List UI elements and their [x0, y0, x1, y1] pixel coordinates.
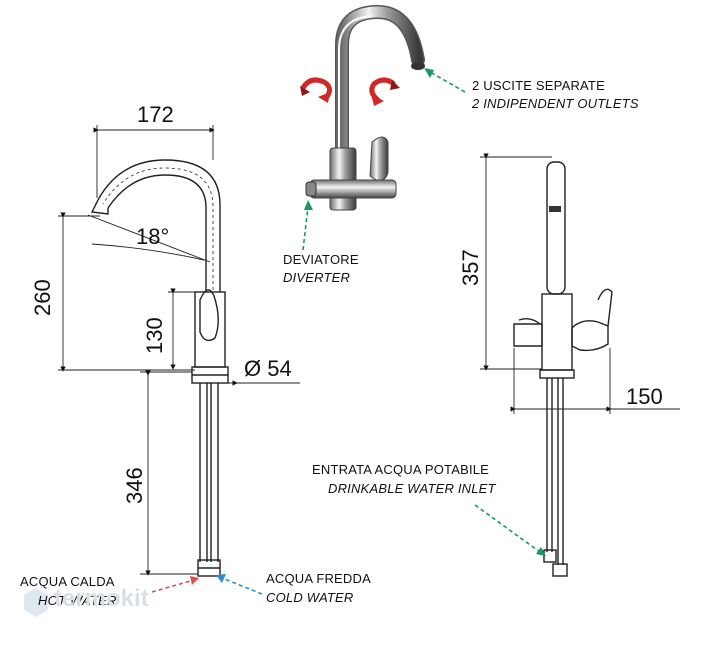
front-view-faucet	[90, 159, 229, 577]
leader-arrowheads	[190, 68, 546, 585]
faucet-photo-render	[300, 4, 425, 211]
dim-spout-height: 260	[30, 279, 55, 316]
rotation-arrow-left-icon	[300, 77, 332, 103]
note-drinkable-en: DRINKABLE WATER INLET	[328, 481, 496, 496]
dim-total-height: 357	[458, 249, 483, 286]
note-diverter-it: DEVIATORE	[283, 252, 359, 267]
note-outlets-it: 2 USCITE SEPARATE	[472, 78, 605, 93]
note-cold-en: COLD WATER	[266, 590, 354, 605]
drinkable-leader	[474, 504, 541, 553]
outlets-leader	[429, 71, 466, 93]
dim-lever-height: 130	[142, 317, 167, 354]
rotation-arrow-right-icon	[369, 77, 400, 106]
note-outlets-en: 2 INDIPENDENT OUTLETS	[472, 96, 639, 111]
note-hot-it: ACQUA CALDA	[20, 574, 115, 589]
note-hot-en: HOT WATER	[38, 593, 117, 608]
hot-leader	[151, 579, 195, 593]
leader-lines	[151, 71, 541, 595]
dim-body-diameter: Ø 54	[244, 356, 292, 381]
note-drinkable-it: ENTRATA ACQUA POTABILE	[312, 462, 490, 477]
diverter-leader	[302, 206, 309, 251]
dim-spout-reach: 172	[137, 102, 174, 127]
watermark-text: termokit	[54, 585, 149, 612]
cold-leader	[221, 577, 263, 595]
dim-side-depth: 150	[626, 384, 663, 409]
front-view-dimensions	[58, 125, 300, 576]
watermark-logo-icon	[24, 588, 48, 617]
note-cold-it: ACQUA FREDDA	[266, 571, 371, 586]
side-view-dimensions	[480, 153, 680, 414]
dim-hose-length: 346	[122, 467, 147, 504]
dim-spout-angle: 18°	[136, 224, 170, 249]
note-diverter-en: DIVERTER	[283, 270, 351, 285]
